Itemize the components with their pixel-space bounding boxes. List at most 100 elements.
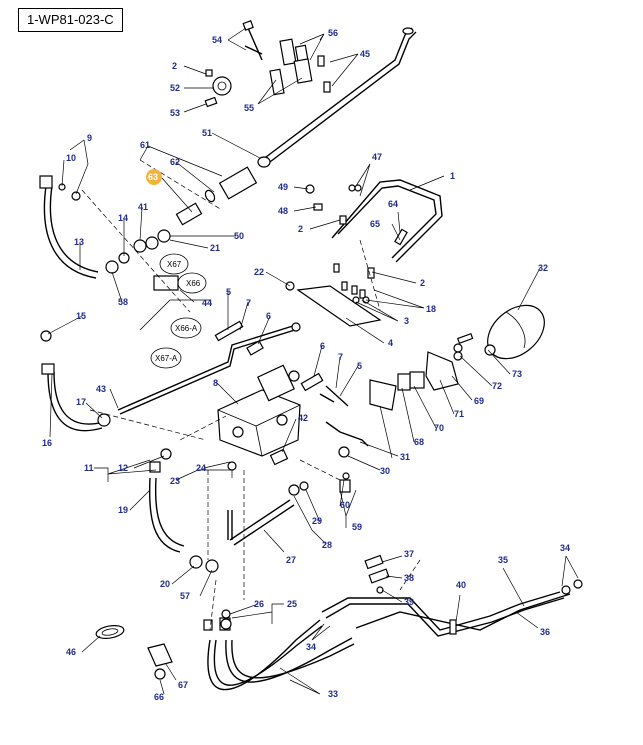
callout-6-right: 6 [320,341,325,351]
callout-70: 70 [434,423,444,433]
part-40-bolt [449,619,457,635]
callout-47: 47 [372,152,382,162]
part-27-tee [227,499,295,546]
callout-53: 53 [170,108,180,118]
callout-10: 10 [66,153,76,163]
callout-36: 36 [540,627,550,637]
callout-43: 43 [96,384,106,394]
callout-57: 57 [180,591,190,601]
callout-22: 22 [254,267,264,277]
callout-5-left: 5 [226,287,231,297]
callout-25: 25 [287,599,297,609]
callout-58: 58 [118,297,128,307]
callout-66: 66 [154,692,164,702]
callout-15: 15 [76,311,86,321]
connector-x67a: X67-A [155,354,178,363]
diagram-reference-code: 1-WP81-023-C [18,8,123,32]
callout-14: 14 [118,213,128,223]
part-pins-5-6-7 [214,320,349,407]
callout-32: 32 [538,263,548,273]
callout-34-left: 34 [306,642,316,652]
callout-23: 23 [170,476,180,486]
part-25-26 [220,609,232,630]
callout-55: 55 [244,103,254,113]
callout-16: 16 [42,438,52,448]
part-13-hose [39,175,99,279]
callout-labels: 1 2 2 2 3 4 5 5 6 6 7 7 8 9 10 11 12 13 … [42,28,570,702]
callout-35: 35 [498,555,508,565]
callout-49: 49 [278,182,288,192]
part-4-plate [285,263,382,327]
part-51-pipe-end [257,156,271,168]
callout-71: 71 [454,409,464,419]
callout-29: 29 [312,516,322,526]
part-43-line [117,322,301,415]
callout-27: 27 [286,555,296,565]
part-54-bolts [242,20,263,61]
part-35-36-pipes [321,579,583,637]
callout-60: 60 [340,500,350,510]
callout-59: 59 [352,522,362,532]
callout-52: 52 [170,83,180,93]
part-46-clip [95,625,125,639]
parts-drawing [39,20,583,691]
connector-labels: X67 X66 X66-A X67-A [155,260,201,363]
callout-50: 50 [234,231,244,241]
callout-31: 31 [400,452,410,462]
callout-2-top: 2 [172,61,177,71]
part-45-pipe [261,27,417,166]
callout-18: 18 [426,304,436,314]
callout-42: 42 [298,413,308,423]
callout-73: 73 [512,369,522,379]
callout-65: 65 [370,219,380,229]
callout-69: 69 [474,396,484,406]
callout-54: 54 [212,35,222,45]
part-56-brackets [269,38,313,96]
connector-x66a: X66-A [175,324,198,333]
callout-63: 63 [148,172,158,182]
part-8-valve-block [217,364,301,457]
part-37-38-clamps [364,554,390,594]
callout-51: 51 [202,128,212,138]
callout-62: 62 [170,157,180,167]
callout-40: 40 [456,580,466,590]
callout-72: 72 [492,381,502,391]
part-32-accumulator [484,304,545,360]
callout-67: 67 [178,680,188,690]
callout-6-left: 6 [266,311,271,321]
callout-3: 3 [404,316,409,326]
part-1-bracket [305,179,443,263]
callout-8: 8 [213,378,218,388]
callout-39: 39 [404,597,414,607]
callout-17: 17 [76,397,86,407]
callout-44: 44 [202,298,212,308]
callout-37: 37 [404,549,414,559]
part-44-harness [139,253,210,369]
connector-x66: X66 [186,279,201,288]
callout-56: 56 [328,28,338,38]
leader-lines [47,27,579,695]
callout-2-right: 2 [420,278,425,288]
callout-64: 64 [388,199,398,209]
callout-12: 12 [118,463,128,473]
callout-13: 13 [74,237,84,247]
callout-21: 21 [210,243,220,253]
callout-63-highlight [146,169,162,185]
part-fittings-41-14-58 [105,229,171,274]
callout-68: 68 [414,437,424,447]
callout-48: 48 [278,206,288,216]
callout-9: 9 [87,133,92,143]
callout-61: 61 [140,140,150,150]
callout-34-right: 34 [560,543,570,553]
callout-7-left: 7 [246,298,251,308]
callout-2-mid: 2 [298,224,303,234]
part-19-hose [148,448,237,573]
callout-7-right: 7 [338,352,343,362]
callout-24: 24 [196,463,206,473]
callout-28: 28 [322,540,332,550]
callout-5-right: 5 [357,361,362,371]
callout-26: 26 [254,599,264,609]
part-fittings-28-59 [288,472,351,496]
callout-19: 19 [118,505,128,515]
